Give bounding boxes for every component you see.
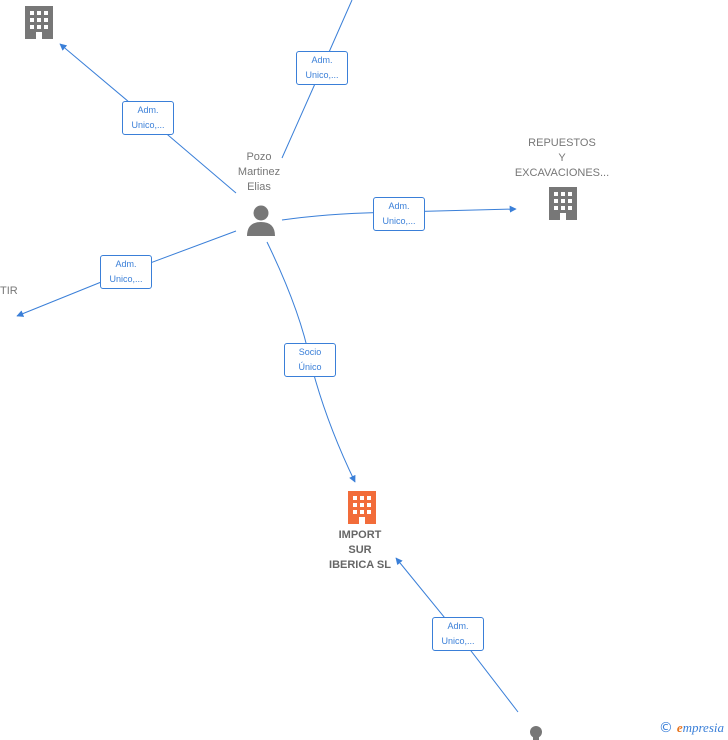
brand-rest: mpresia [682, 720, 724, 735]
edge-label-left[interactable]: Adm. Unico,... [100, 255, 152, 289]
edge-label-line: Unico,... [109, 274, 143, 284]
company-name-line: REPUESTOS [528, 137, 596, 149]
company-name-repuestos: REPUESTOS Y EXCAVACIONES... [506, 136, 618, 181]
edge-label-top-left[interactable]: Adm. Unico,... [122, 101, 174, 135]
person-name-line: Pozo [246, 151, 272, 163]
person-icon[interactable] [246, 204, 276, 236]
brand-watermark: © empresia [659, 720, 724, 736]
company-name-line: SUR [348, 544, 372, 556]
copyright-icon: © [658, 720, 673, 736]
edge-label-line: Adm. [137, 105, 159, 115]
building-icon[interactable] [24, 5, 54, 39]
edge-label-line: Adm. [311, 55, 333, 65]
edge-label-repuestos[interactable]: Adm. Unico,... [373, 197, 425, 231]
edge-label-bottom[interactable]: Adm. Unico,... [432, 617, 484, 651]
company-name-line: EXCAVACIONES... [514, 167, 610, 179]
edge-label-line: Socio [298, 347, 322, 357]
company-name-line: Y [558, 152, 566, 164]
edge-label-line: Unico,... [305, 70, 339, 80]
edge-label-line: Adm. [115, 259, 137, 269]
brand-name: empresia [677, 720, 724, 736]
company-name-line: IMPORT [338, 529, 382, 541]
edge-label-line: Adm. [447, 621, 469, 631]
person-name-line: Elias [247, 181, 271, 193]
company-name-left-partial: TIR [0, 285, 18, 297]
edge-label-line: Adm. [388, 201, 410, 211]
person-name: Pozo Martinez Elias [229, 150, 289, 195]
company-name-line: IBERICA SL [329, 559, 391, 571]
building-icon[interactable] [548, 186, 578, 220]
edge-label-line: Unico,... [131, 120, 165, 130]
building-icon[interactable] [347, 490, 377, 524]
brand-initial: e [676, 720, 683, 735]
person-name-line: Martinez [237, 166, 281, 178]
edge-label-socio[interactable]: Socio Único [284, 343, 336, 377]
edge-label-line: Único [298, 362, 322, 372]
person-icon[interactable] [528, 726, 544, 740]
edge-label-top[interactable]: Adm. Unico,... [296, 51, 348, 85]
focus-company-name: IMPORT SUR IBERICA SL [310, 528, 410, 573]
edge-label-line: Unico,... [382, 216, 416, 226]
edge-label-line: Unico,... [441, 636, 475, 646]
